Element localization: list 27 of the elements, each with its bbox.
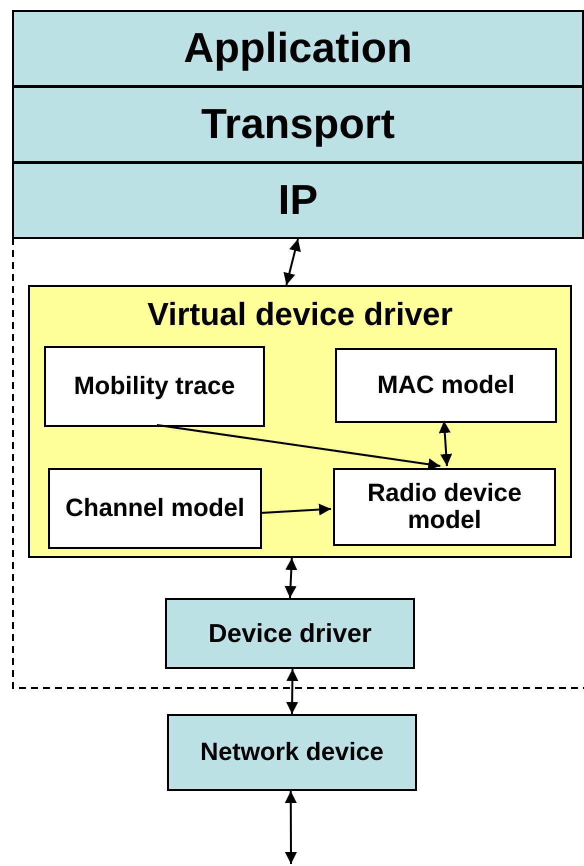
- layer-box: [12, 86, 584, 163]
- box-label: Application: [184, 25, 412, 72]
- component-box: [335, 348, 557, 423]
- arrow: [260, 504, 332, 516]
- layer-box: [12, 10, 584, 87]
- arrow: [284, 558, 298, 598]
- component-box: [333, 468, 556, 546]
- box-label: MAC model: [377, 372, 515, 400]
- device-box: [167, 714, 417, 791]
- layer-box: [12, 162, 584, 239]
- box-label: Radio device model: [366, 480, 523, 534]
- arrow: [284, 238, 301, 286]
- component-box: [48, 468, 262, 549]
- module-container: [28, 285, 572, 558]
- arrow: [156, 424, 440, 470]
- box-label: Channel model: [65, 494, 245, 522]
- arrow: [438, 420, 452, 466]
- container-heading: Virtual device driver: [147, 297, 453, 332]
- driver-box: [165, 598, 415, 669]
- box-label: Transport: [201, 101, 395, 148]
- box-label: Mobility trace: [74, 372, 236, 400]
- component-box: [44, 346, 265, 427]
- box-label: IP: [278, 177, 318, 224]
- arrow: [286, 668, 298, 714]
- box-label: Network device: [200, 740, 384, 764]
- arrow: [284, 791, 297, 864]
- box-label: Device driver: [208, 619, 372, 648]
